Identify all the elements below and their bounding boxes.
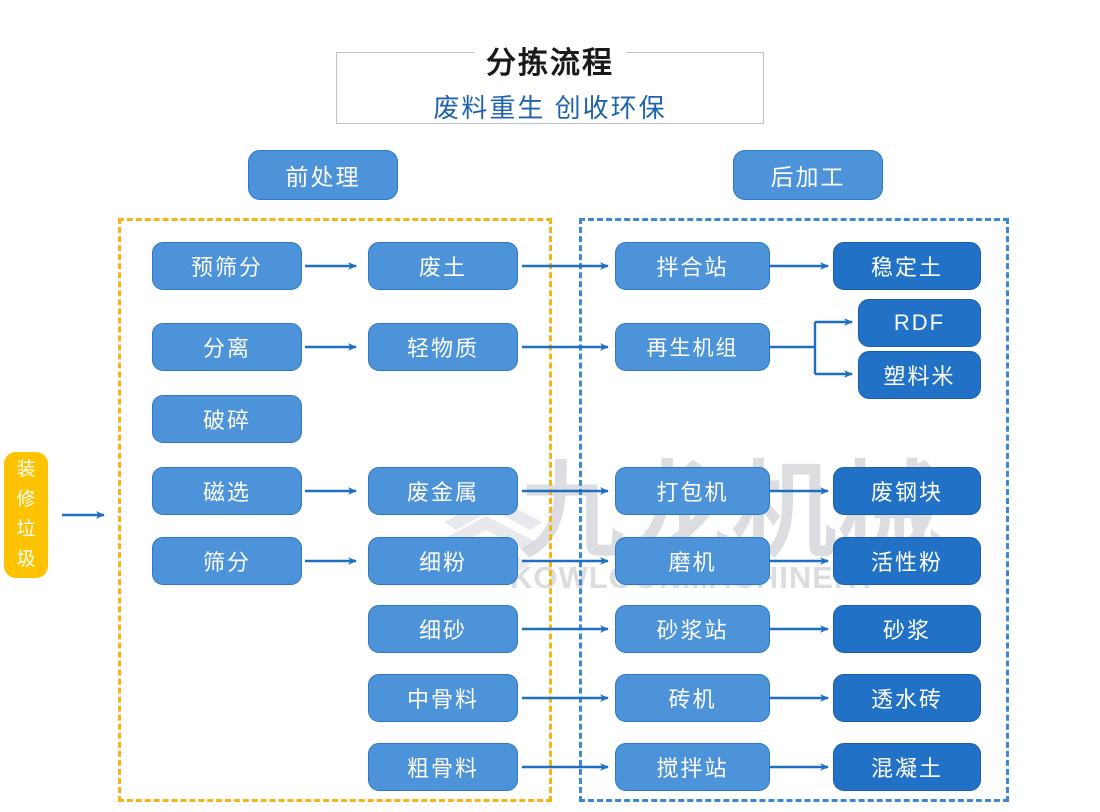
node-equipment-1[interactable]: 再生机组 (615, 323, 770, 371)
zone-pre-process (118, 218, 552, 802)
zone-post-process (579, 218, 1009, 802)
node-product-1[interactable]: RDF (858, 299, 981, 347)
node-product-0[interactable]: 稳定土 (833, 242, 981, 290)
node-material-1[interactable]: 轻物质 (368, 323, 518, 371)
node-pre-process-1[interactable]: 分离 (152, 323, 302, 371)
node-equipment-3[interactable]: 磨机 (615, 537, 770, 585)
node-equipment-4[interactable]: 砂浆站 (615, 605, 770, 653)
page-subtitle-text: 废料重生 创收环保 (419, 93, 681, 123)
node-material-4[interactable]: 细砂 (368, 605, 518, 653)
node-product-4[interactable]: 活性粉 (833, 537, 981, 585)
node-pre-process-0[interactable]: 预筛分 (152, 242, 302, 290)
node-equipment-0[interactable]: 拌合站 (615, 242, 770, 290)
node-product-6[interactable]: 透水砖 (833, 674, 981, 722)
section-header-pre-process[interactable]: 前处理 (248, 150, 398, 200)
node-material-5[interactable]: 中骨料 (368, 674, 518, 722)
node-material-6[interactable]: 粗骨料 (368, 743, 518, 791)
node-product-2[interactable]: 塑料米 (858, 351, 981, 399)
node-equipment-6[interactable]: 搅拌站 (615, 743, 770, 791)
node-equipment-2[interactable]: 打包机 (615, 467, 770, 515)
node-pre-process-2[interactable]: 破碎 (152, 395, 302, 443)
page-subtitle: 废料重生 创收环保 (0, 88, 1100, 125)
page-title: 分拣流程 (0, 38, 1100, 82)
input-node-label: 装修垃圾 (16, 459, 36, 570)
page-title-text: 分拣流程 (474, 47, 626, 80)
node-material-3[interactable]: 细粉 (368, 537, 518, 585)
node-product-3[interactable]: 废钢块 (833, 467, 981, 515)
node-equipment-5[interactable]: 砖机 (615, 674, 770, 722)
node-product-5[interactable]: 砂浆 (833, 605, 981, 653)
node-pre-process-4[interactable]: 筛分 (152, 537, 302, 585)
input-node-renovation-waste[interactable]: 装修垃圾 (4, 452, 48, 578)
node-product-7[interactable]: 混凝土 (833, 743, 981, 791)
node-material-0[interactable]: 废土 (368, 242, 518, 290)
section-header-post-process[interactable]: 后加工 (733, 150, 883, 200)
node-pre-process-3[interactable]: 磁选 (152, 467, 302, 515)
node-material-2[interactable]: 废金属 (368, 467, 518, 515)
